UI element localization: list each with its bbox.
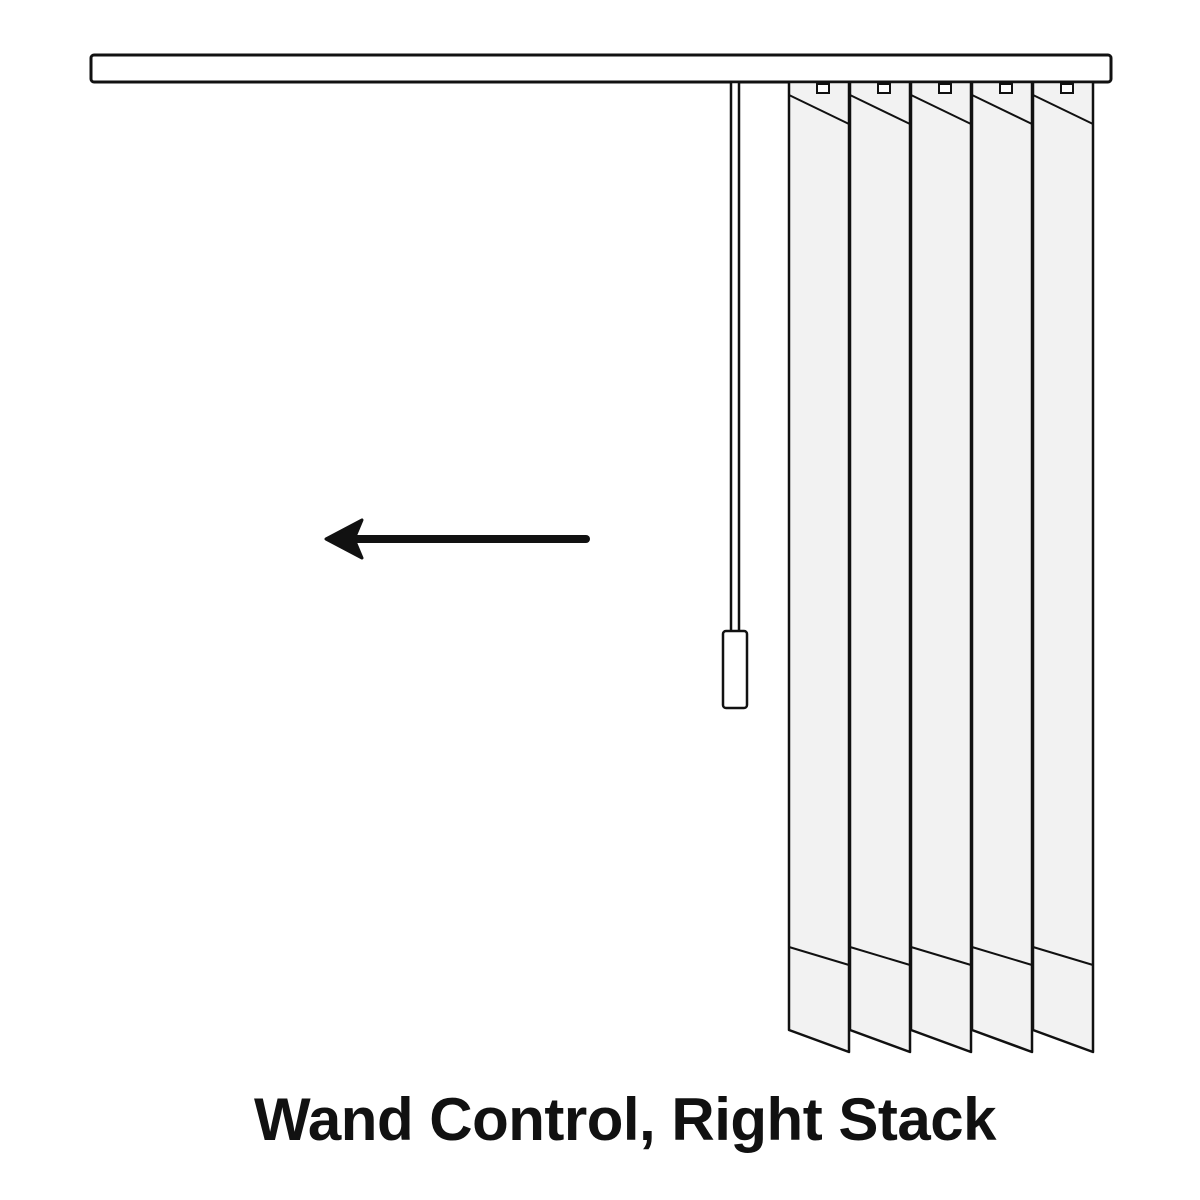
vane-carrier-clip: [1060, 83, 1074, 94]
vane-top-band: [849, 94, 911, 125]
vane-body: [787, 80, 851, 1054]
vane: [970, 80, 1034, 1054]
vane-carrier-clip: [938, 83, 952, 94]
vane-carrier-clip: [999, 83, 1013, 94]
vane-top-band: [1032, 94, 1094, 125]
vane-body: [1031, 80, 1095, 1054]
vane-bottom-band: [788, 946, 850, 966]
vane-body: [848, 80, 912, 1054]
vane-top-band: [910, 94, 972, 125]
diagram-caption: Wand Control, Right Stack: [254, 1086, 996, 1153]
vane: [787, 80, 851, 1054]
left-arrow-icon: [324, 518, 590, 560]
vane-bottom-band: [971, 946, 1033, 966]
vane-bottom-band: [1032, 946, 1094, 966]
headrail: [89, 53, 1113, 84]
vane-body: [970, 80, 1034, 1054]
vane: [909, 80, 973, 1054]
vane-stack: [787, 80, 1095, 1054]
wand-handle: [721, 629, 749, 710]
wand: [721, 80, 749, 710]
vane-bottom-band: [910, 946, 972, 966]
vane: [848, 80, 912, 1054]
wand-rod: [729, 80, 741, 634]
vane-carrier-clip: [877, 83, 891, 94]
vane-top-band: [971, 94, 1033, 125]
vane: [1031, 80, 1095, 1054]
vane-top-band: [788, 94, 850, 125]
vane-bottom-band: [849, 946, 911, 966]
vane-body: [909, 80, 973, 1054]
vane-carrier-clip: [816, 83, 830, 94]
